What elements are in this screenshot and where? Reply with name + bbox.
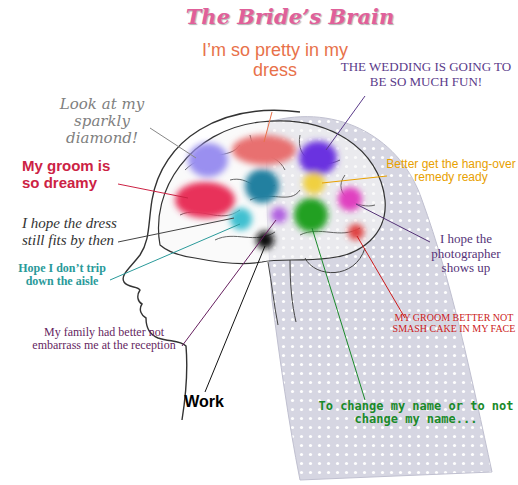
thought-label: My groom is so dreamy [22, 158, 126, 192]
leader-lines [110, 96, 430, 400]
thought-label: Better get the hang-over remedy ready [386, 158, 516, 185]
brain-outline [158, 121, 385, 264]
thought-label: To change my name or to not change my na… [318, 400, 514, 427]
thought-label: My family had better not embarrass me at… [22, 326, 186, 353]
diagram-title: The Bride’s Brain [130, 4, 450, 29]
brain-stem [268, 260, 296, 325]
thought-label: Look at my sparkly diamond! [42, 96, 162, 146]
cerebellum [305, 248, 365, 273]
thought-label: Work [176, 393, 232, 411]
head-outline [123, 110, 300, 420]
thought-label: THE WEDDING IS GOING TO BE SO MUCH FUN! [338, 60, 514, 89]
thought-label: MY GROOM BETTER NOT SMASH CAKE IN MY FAC… [392, 312, 516, 334]
thought-label: I’m so pretty in my dress [200, 40, 350, 80]
thought-blobs [175, 135, 364, 249]
thought-label: Hope I don’t trip down the aisle [6, 262, 118, 289]
thought-label: I hope the dress still fits by then [22, 215, 126, 249]
thought-label: I hope the photographer shows up [418, 232, 514, 276]
